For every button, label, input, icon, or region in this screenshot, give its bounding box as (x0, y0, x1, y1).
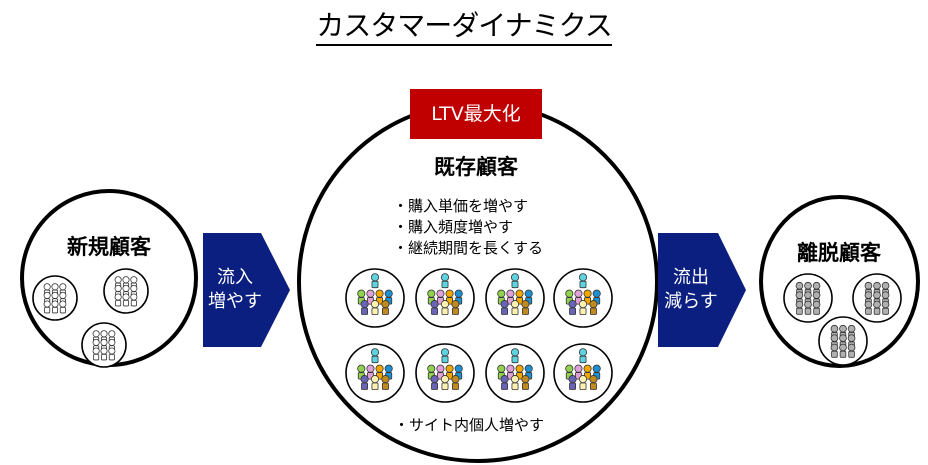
customer-group (345, 343, 405, 403)
person-icon (500, 300, 509, 315)
bullet-item: 購入単価を増やす (393, 196, 543, 217)
ltv-badge: LTV最大化 (410, 89, 542, 139)
person-icon (578, 375, 588, 390)
person-icon (589, 300, 598, 315)
person-icon (122, 293, 130, 307)
customer-group (345, 268, 405, 328)
person-icon (847, 343, 856, 358)
person-icon (43, 300, 51, 314)
existing-customers-bottom-bullet: サイト内個人増やす (394, 414, 544, 435)
person-icon (578, 348, 588, 364)
customer-group (81, 322, 127, 368)
person-icon (360, 300, 369, 315)
person-icon (568, 375, 577, 390)
person-icon (521, 375, 530, 390)
person-icon (370, 348, 380, 364)
person-icon (436, 364, 445, 380)
page-title: カスタマーダイナミクス (0, 8, 928, 46)
inflow-line1: 流入 (217, 267, 253, 288)
customer-group (783, 273, 833, 323)
person-icon (578, 300, 588, 315)
outflow-line2: 減らす (664, 291, 718, 312)
person-icon (381, 375, 390, 390)
customer-group (818, 316, 868, 366)
person-icon (804, 300, 812, 315)
outflow-arrow-text: 流出 減らす (662, 266, 720, 314)
person-icon (108, 347, 116, 361)
customer-group (485, 343, 545, 403)
person-icon (812, 300, 821, 315)
person-icon (430, 300, 439, 315)
person-icon (521, 300, 530, 315)
person-icon (366, 289, 375, 305)
person-icon (92, 347, 100, 361)
person-icon (100, 347, 108, 361)
person-icon (440, 348, 450, 364)
person-icon (130, 293, 138, 307)
customer-group (553, 268, 613, 328)
person-icon (451, 375, 460, 390)
person-icon (510, 300, 520, 315)
bullet-item: 購入頻度増やす (393, 217, 543, 238)
customer-group (415, 268, 475, 328)
person-icon (440, 300, 450, 315)
person-icon (795, 300, 804, 315)
person-icon (440, 375, 450, 390)
person-icon (568, 300, 577, 315)
bullet-item: 継続期間を長くする (393, 238, 543, 259)
person-icon (381, 300, 390, 315)
person-icon (510, 348, 520, 364)
person-icon (370, 300, 380, 315)
page-title-text: カスタマーダイナミクス (316, 8, 613, 46)
churned-customers-label: 離脱顧客 (797, 241, 881, 265)
customer-group (415, 343, 475, 403)
person-icon (500, 375, 509, 390)
person-icon (578, 273, 588, 289)
inflow-line2: 増やす (208, 291, 262, 312)
inflow-arrow-text: 流入 増やす (207, 266, 263, 314)
person-icon (360, 375, 369, 390)
person-icon (589, 375, 598, 390)
person-icon (510, 273, 520, 289)
person-icon (370, 375, 380, 390)
inflow-arrow (203, 233, 290, 347)
person-icon (370, 273, 380, 289)
person-icon (59, 300, 67, 314)
customer-group (485, 268, 545, 328)
customer-group (553, 343, 613, 403)
customer-group (852, 273, 902, 323)
person-icon (451, 300, 460, 315)
new-customers-label: 新規顧客 (67, 235, 151, 259)
existing-customers-bullets: 購入単価を増やす 購入頻度増やす 継続期間を長くする (393, 196, 543, 259)
person-icon (114, 293, 122, 307)
person-icon (864, 300, 873, 315)
person-icon (510, 375, 520, 390)
person-icon (440, 273, 450, 289)
customer-group (103, 268, 149, 314)
outflow-arrow (658, 233, 746, 347)
customer-group (32, 275, 78, 321)
person-icon (881, 300, 890, 315)
person-icon (430, 375, 439, 390)
person-icon (873, 300, 881, 315)
person-icon (830, 343, 839, 358)
person-icon (497, 364, 506, 380)
person-icon (839, 343, 847, 358)
person-icon (51, 300, 59, 314)
existing-customers-label: 既存顧客 (434, 155, 518, 179)
outflow-line1: 流出 (673, 267, 709, 288)
